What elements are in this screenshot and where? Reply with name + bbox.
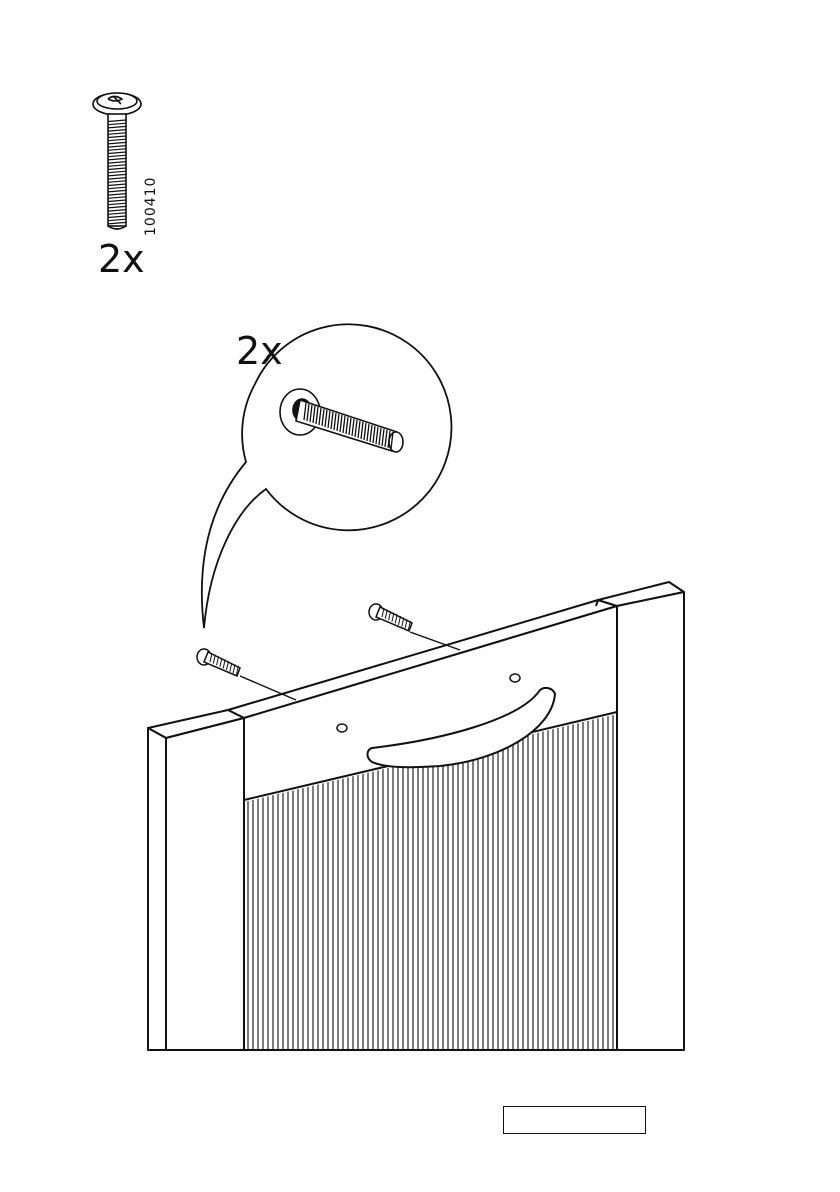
page-number-box (503, 1106, 646, 1134)
